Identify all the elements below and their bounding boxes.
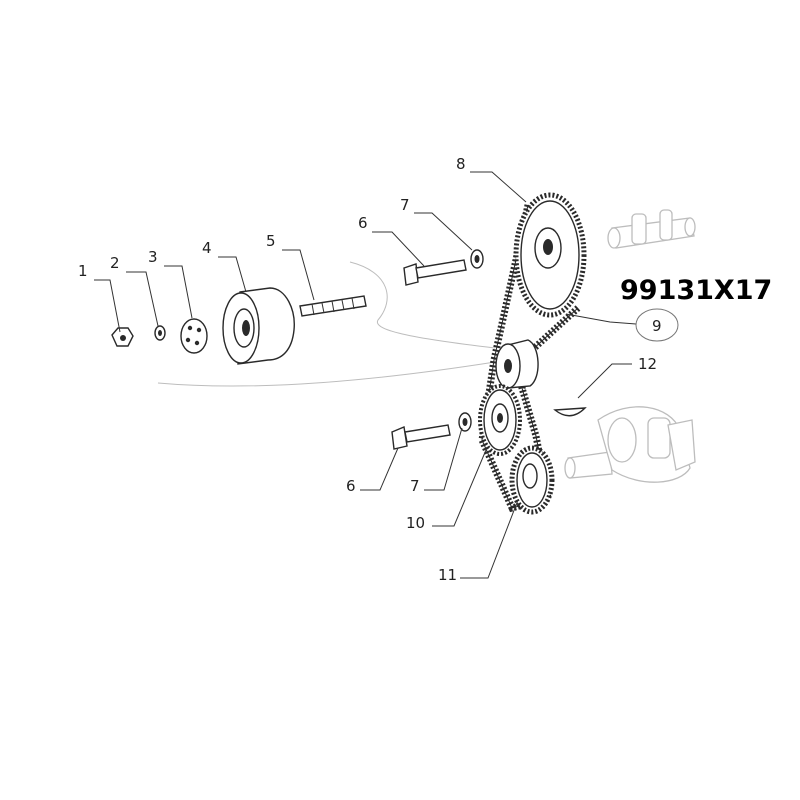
part-code: 99131X17 xyxy=(620,275,772,306)
nut-part xyxy=(111,327,134,347)
callout-4: 4 xyxy=(202,239,212,257)
idler-pulley xyxy=(478,384,522,456)
callout-1: 1 xyxy=(78,262,88,280)
callout-10: 10 xyxy=(406,514,425,532)
callout-11: 11 xyxy=(438,566,457,584)
callout-6-upper: 6 xyxy=(358,214,368,232)
callout-2: 2 xyxy=(110,254,120,272)
engine-outline xyxy=(157,261,496,387)
crankshaft-sprocket xyxy=(509,445,555,515)
upper-bolt-assembly xyxy=(403,249,484,286)
lower-bolt-assembly xyxy=(391,412,472,450)
callout-circle-9 xyxy=(635,308,679,342)
washer-part xyxy=(154,325,166,341)
callout-5: 5 xyxy=(266,232,276,250)
tensioner-stack xyxy=(111,287,367,365)
callout-3: 3 xyxy=(148,248,158,266)
callout-12: 12 xyxy=(638,355,657,373)
callout-6-lower: 6 xyxy=(346,477,356,495)
camshaft-pulley xyxy=(513,192,587,318)
tensioner-roller xyxy=(495,339,539,389)
leader-lines xyxy=(94,171,637,579)
crankshaft-ghost xyxy=(564,406,696,483)
tensioner-plate-part xyxy=(180,318,208,354)
camshaft-ghost xyxy=(607,209,696,249)
callout-7-upper: 7 xyxy=(400,196,410,214)
callout-7-lower: 7 xyxy=(410,477,420,495)
callout-labels: 1 2 3 4 5 6 7 8 9 12 6 7 10 11 xyxy=(78,155,662,584)
callout-8: 8 xyxy=(456,155,466,173)
tensioner-pulley-part xyxy=(222,287,295,365)
woodruff-key xyxy=(553,407,587,417)
stud-part xyxy=(299,295,367,317)
callout-9: 9 xyxy=(652,317,662,335)
